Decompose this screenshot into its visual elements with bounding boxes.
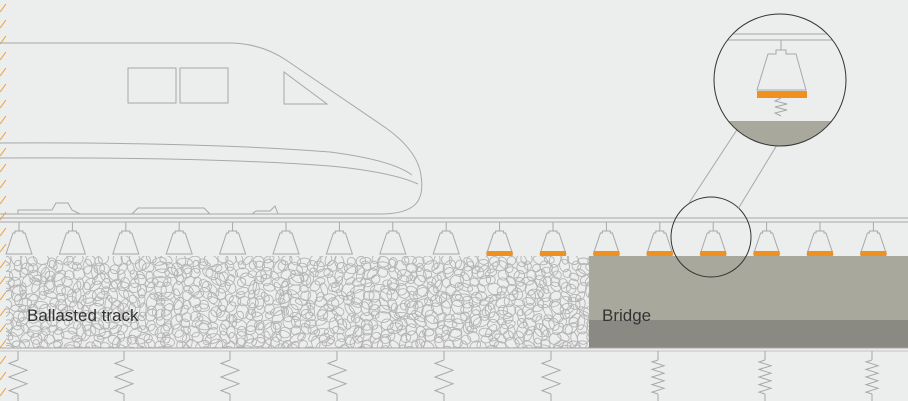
- sleeper-icon: [539, 222, 567, 256]
- sleeper-icon: [859, 222, 888, 256]
- sleeper-icon: [806, 222, 834, 256]
- sleeper-icon: [325, 222, 354, 255]
- spring-icon: [757, 351, 773, 401]
- sleeper-icon: [5, 222, 33, 255]
- ballast-bed: [6, 256, 589, 348]
- left-edge-dashes: [0, 3, 7, 397]
- magnifier-icon: [670, 13, 847, 278]
- spring-icon: [864, 351, 880, 401]
- elastic-pad: [860, 251, 887, 256]
- spring-icon: [433, 351, 455, 401]
- train-icon: [0, 42, 423, 215]
- elastic-pad: [753, 251, 780, 256]
- elastic-pad: [807, 251, 833, 256]
- rail: [0, 217, 908, 223]
- sleeper-icon: [592, 222, 621, 256]
- springs: [7, 351, 880, 401]
- sleeper-icon: [58, 222, 87, 255]
- spring-icon: [7, 351, 29, 401]
- sleeper-icon: [272, 222, 300, 255]
- sleeper-icon: [165, 222, 193, 255]
- bridge-deck: [589, 256, 908, 348]
- sleeper-icon: [218, 222, 247, 255]
- sleeper-detail-icon: [756, 40, 807, 91]
- elastic-pad: [700, 251, 727, 256]
- elastic-pad: [646, 251, 673, 256]
- bridge-label: Bridge: [602, 306, 652, 325]
- spring-icon: [540, 351, 562, 401]
- sleeper-icon: [485, 222, 514, 256]
- elastic-pad: [540, 251, 566, 256]
- sleepers: [5, 222, 888, 256]
- elastic-pad: [486, 251, 513, 256]
- sleeper-icon: [646, 222, 674, 256]
- spring-icon: [113, 351, 135, 401]
- sleeper-icon: [752, 222, 781, 256]
- spring-icon: [326, 351, 348, 401]
- ballasted-track-label: Ballasted track: [27, 306, 139, 325]
- sleeper-icon: [432, 222, 460, 255]
- elastic-pad: [593, 251, 620, 256]
- spring-icon: [219, 351, 241, 401]
- sleeper-icon: [112, 222, 140, 255]
- elastic-pad-detail: [757, 91, 807, 98]
- sleeper-icon: [379, 222, 407, 255]
- sleeper-icon: [699, 222, 727, 256]
- spring-icon: [650, 351, 666, 401]
